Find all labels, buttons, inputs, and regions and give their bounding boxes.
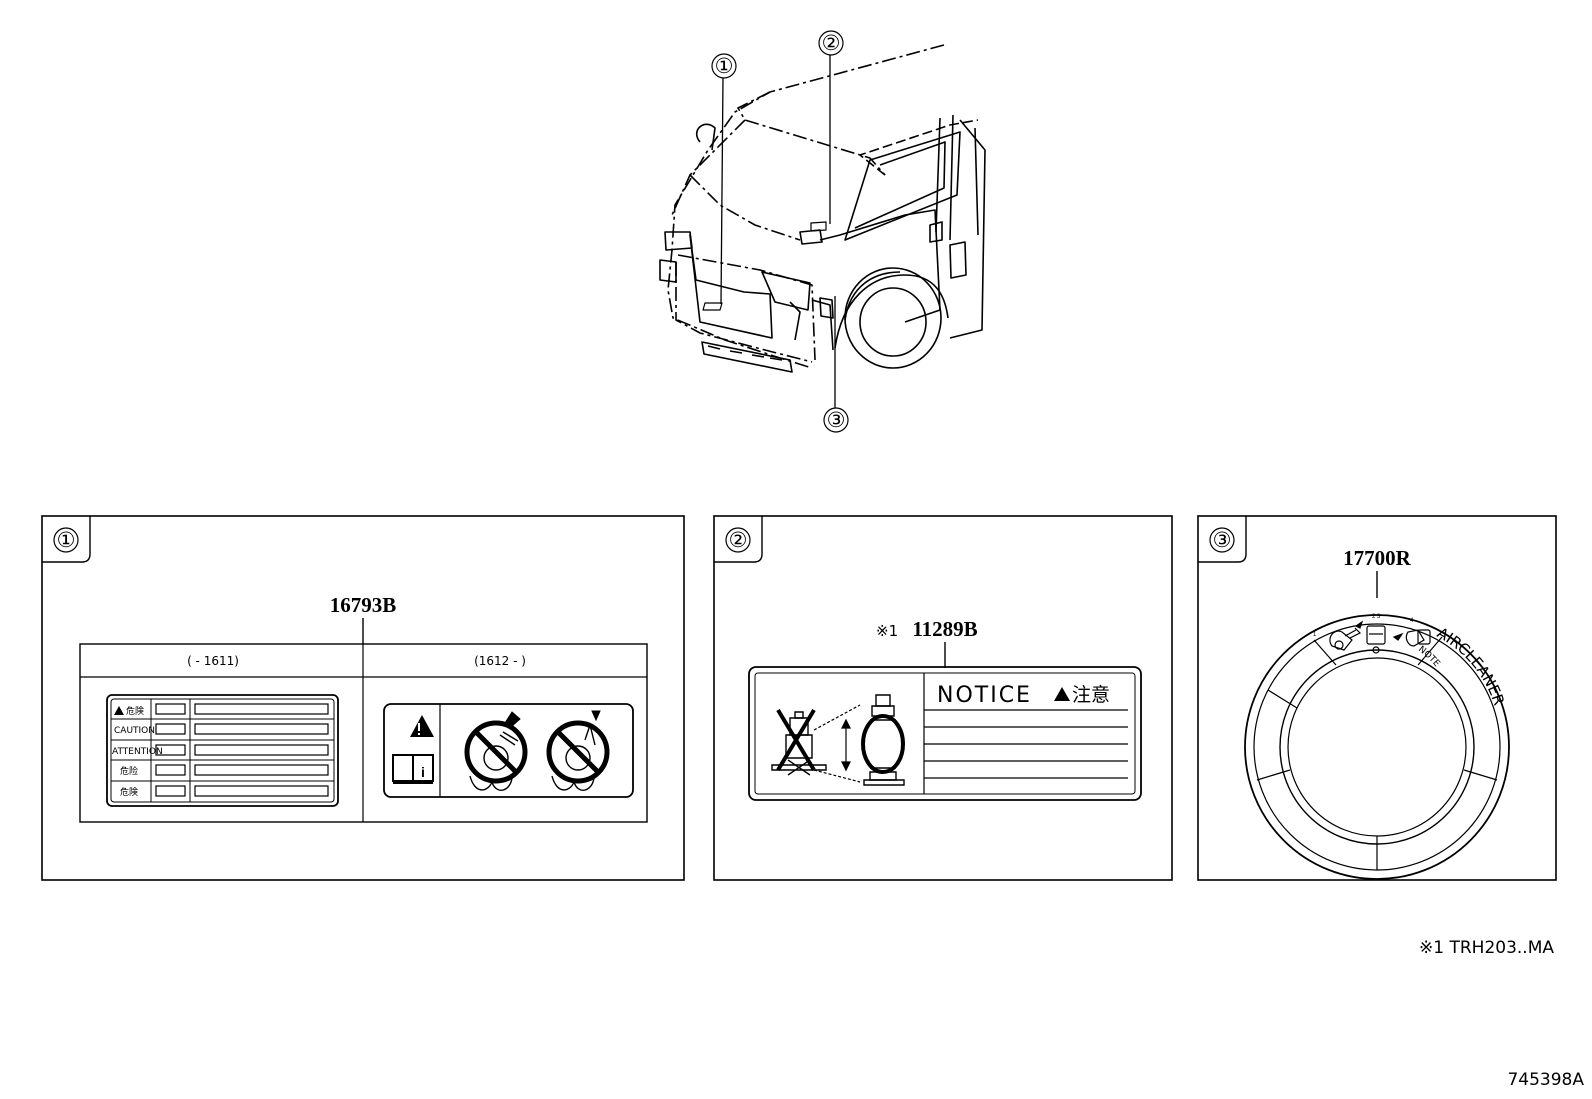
ring-aircleaner-text: AIRCLEANER (1434, 624, 1508, 708)
van-callout-3-text: ③ (827, 409, 846, 432)
panel-2-part-number: 11289B (912, 617, 977, 641)
no-touch-belt-icon (546, 710, 610, 791)
van-callout-3: ③ (823, 296, 849, 433)
van-callout-1-text: ① (715, 55, 734, 78)
warning-label: 危険 CAUTION ATTENTION 危险 危険 (106, 694, 339, 807)
panel-1: ① 16793B ( - 1611) (1612 - ) 危険 CAUTION … (41, 515, 685, 881)
notice-label: NOTICE 注意 (748, 666, 1142, 801)
panel-2-callout: ② (729, 529, 748, 552)
van-callout-1: ① (711, 53, 737, 305)
warning-label-jp-2: 危险 (120, 765, 138, 777)
height-arrow-icon (813, 704, 861, 783)
panel-2-part-mark: ※1 (876, 622, 898, 640)
no-touch-fan-icon (464, 711, 528, 791)
svg-text:2 3: 2 3 (1372, 614, 1381, 620)
warning-label-jp-1: 危険 (126, 705, 144, 717)
manual-book-icon (392, 754, 434, 784)
aircleaner-ring-label: 1 2 3 4 (1244, 614, 1510, 880)
van-callout-2: ② (818, 30, 844, 224)
jack-wrong-icon (771, 708, 827, 776)
panel-1-left-range: ( - 1611) (187, 654, 239, 668)
warning-label-jp-3: 危険 (120, 786, 138, 798)
panel-2: ② ※1 11289B NOTICE 注意 (713, 515, 1173, 881)
jack-correct-icon (861, 694, 905, 786)
notice-title: NOTICE (937, 683, 1032, 708)
filter-removal-icon (1329, 620, 1431, 654)
panel-3-part-number: 17700R (1343, 546, 1412, 570)
warning-triangle-icon (410, 715, 434, 737)
panel-1-right-range: (1612 - ) (474, 654, 526, 668)
warning-label-caution: CAUTION (114, 726, 155, 736)
van-callout-2-text: ② (822, 32, 841, 55)
svg-text:4: 4 (1410, 618, 1414, 624)
panel-3: ③ 17700R (1197, 515, 1557, 881)
notice-warning-icon (1054, 687, 1070, 701)
panel-3-callout: ③ (1213, 529, 1232, 552)
pictogram-label: i (383, 703, 634, 798)
svg-text:1: 1 (1313, 632, 1317, 638)
svg-text:i: i (421, 764, 425, 780)
diagram-id: 745398A (1507, 1070, 1584, 1090)
panel-1-part-number: 16793B (330, 593, 397, 617)
panel-1-callout: ① (57, 529, 76, 552)
footnote: ※1 TRH203..MA (1419, 938, 1554, 958)
warning-label-attention: ATTENTION (112, 747, 163, 757)
van-illustration (659, 44, 986, 373)
notice-jp: 注意 (1072, 684, 1110, 706)
